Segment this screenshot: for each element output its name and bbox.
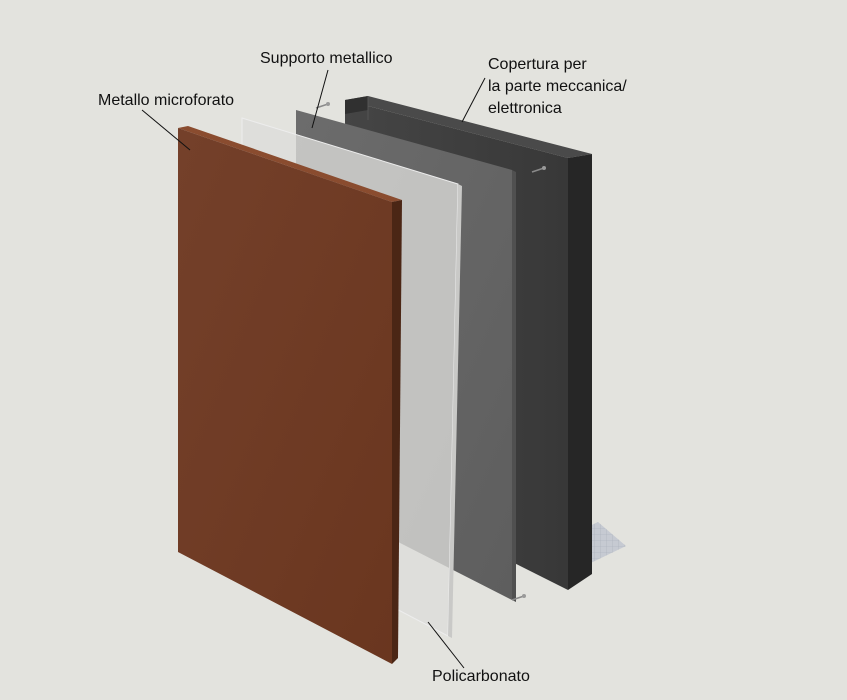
label-copertura-line-3: elettronica [488, 100, 562, 117]
metallo-side [392, 200, 402, 664]
supporto-edge [512, 170, 516, 602]
label-copertura-line-1: Copertura per [488, 56, 587, 73]
screw-bottom [511, 594, 526, 601]
policarbonato-edge [448, 184, 462, 638]
metallo-top [178, 126, 402, 202]
label-policarbonato: Policarbonato [432, 668, 530, 685]
label-metallo-microforato: Metallo microforato [98, 92, 235, 109]
label-supporto-metallico: Supporto metallico [260, 50, 393, 67]
copertura-side [568, 154, 592, 590]
metallo-front [178, 128, 392, 664]
label-copertura: Copertura per la parte meccanica/ elettr… [488, 54, 627, 120]
leader-policarbonato [427, 621, 465, 669]
leader-metallo [141, 109, 191, 151]
screw-top-right [531, 166, 546, 173]
leader-copertura [461, 77, 486, 123]
leader-supporto [311, 69, 329, 129]
copertura-inner-face [345, 96, 368, 114]
copertura-top [345, 96, 592, 158]
metallo-panel [178, 126, 402, 664]
label-copertura-line-2: la parte meccanica/ [488, 78, 627, 95]
